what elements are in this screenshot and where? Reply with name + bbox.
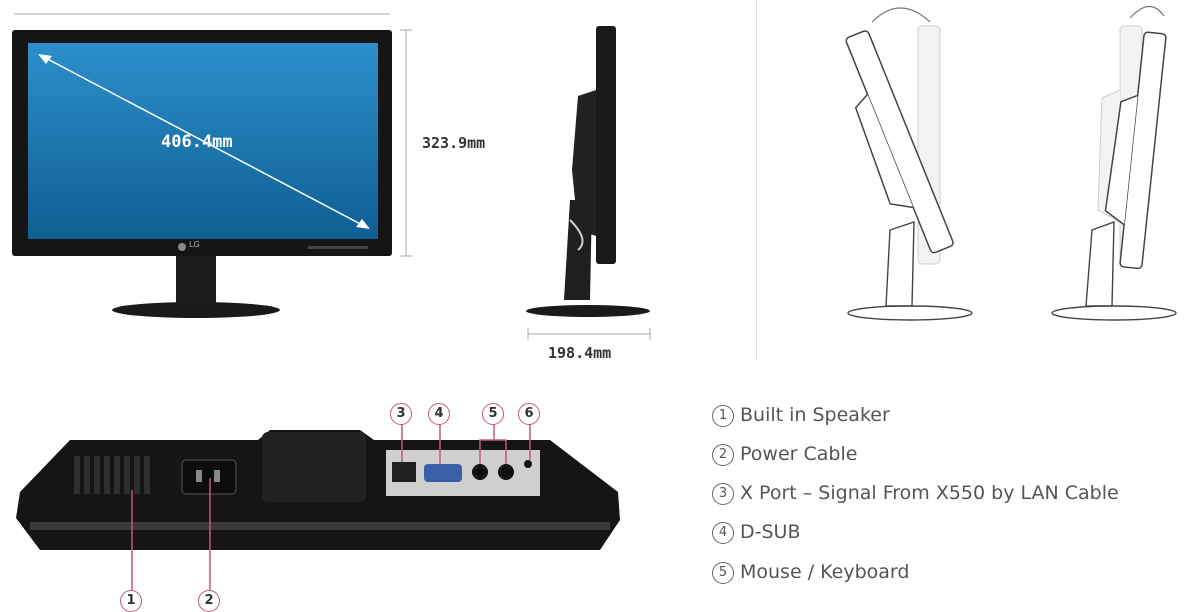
lan-port: [392, 462, 416, 482]
rear-lower-edge: [30, 522, 610, 530]
monitor-side-view: [526, 26, 651, 340]
ps2-keyboard-port: [498, 464, 514, 480]
side-base: [526, 305, 650, 317]
tilt-back-arc: [871, 7, 931, 23]
audio-port: [524, 460, 532, 468]
callout-2: 2: [198, 590, 220, 612]
dsub-port: [424, 464, 462, 482]
diagonal-arrowhead-top: [38, 54, 52, 64]
legend-number: 1: [712, 404, 734, 427]
legend-item-dsub: 4 D-SUB: [712, 521, 801, 544]
legend-number: 5: [712, 561, 734, 584]
depth-dimension-label: 198.4mm: [548, 344, 612, 362]
legend-item-speaker: 1 Built in Speaker: [712, 404, 890, 427]
height-dimension-label: 323.9mm: [422, 134, 486, 152]
speaker-grille: [74, 456, 150, 494]
callout-6: 6: [518, 403, 540, 425]
tilt-forward-diagram: [1051, 5, 1177, 321]
tilt-forward-arc: [1129, 5, 1165, 19]
side-panel: [596, 26, 616, 264]
legend-item-x-port: 3 X Port – Signal From X550 by LAN Cable: [712, 482, 1119, 505]
power-socket: [181, 459, 237, 495]
legend-label: Power Cable: [740, 443, 858, 465]
legend-label: X Port – Signal From X550 by LAN Cable: [740, 482, 1119, 504]
diagonal-arrow: [39, 54, 369, 229]
legend-label: Mouse / Keyboard: [740, 561, 910, 583]
callout-1: 1: [120, 590, 142, 612]
legend-item-mouse-keyboard: 5 Mouse / Keyboard: [712, 561, 909, 584]
side-back-housing: [572, 90, 596, 236]
tilt-back-panel: [845, 30, 954, 254]
diagonal-dimension-label: 406.4mm: [161, 132, 233, 152]
legend-item-power-cable: 2 Power Cable: [712, 443, 857, 466]
callout-4: 4: [428, 403, 450, 425]
legend-label: D-SUB: [740, 521, 801, 543]
brand-logo-text: LG: [189, 240, 200, 249]
ps2-mouse-port: [472, 464, 488, 480]
callout-5: 5: [482, 403, 504, 425]
monitor-front-view: [12, 13, 412, 318]
tilt-back-stand: [885, 221, 915, 307]
callout-3: 3: [390, 403, 412, 425]
front-button-strip: [308, 246, 368, 249]
legend-label: Built in Speaker: [740, 404, 890, 426]
brand-logo-icon: [178, 243, 186, 251]
monitor-stand-neck: [176, 256, 216, 304]
tilt-forward-stand: [1085, 220, 1115, 307]
monitor-rear-connector-view: [16, 424, 620, 592]
tilt-forward-base: [1051, 305, 1177, 321]
legend-number: 3: [712, 482, 734, 505]
tilt-back-diagram: [845, 7, 973, 321]
stand-hinge: [262, 432, 366, 502]
diagonal-arrowhead-bottom: [356, 219, 370, 229]
legend-number: 2: [712, 443, 734, 466]
monitor-stand-base: [112, 302, 280, 318]
legend-number: 4: [712, 521, 734, 544]
tilt-back-base: [847, 305, 973, 321]
vertical-divider: [756, 0, 757, 360]
